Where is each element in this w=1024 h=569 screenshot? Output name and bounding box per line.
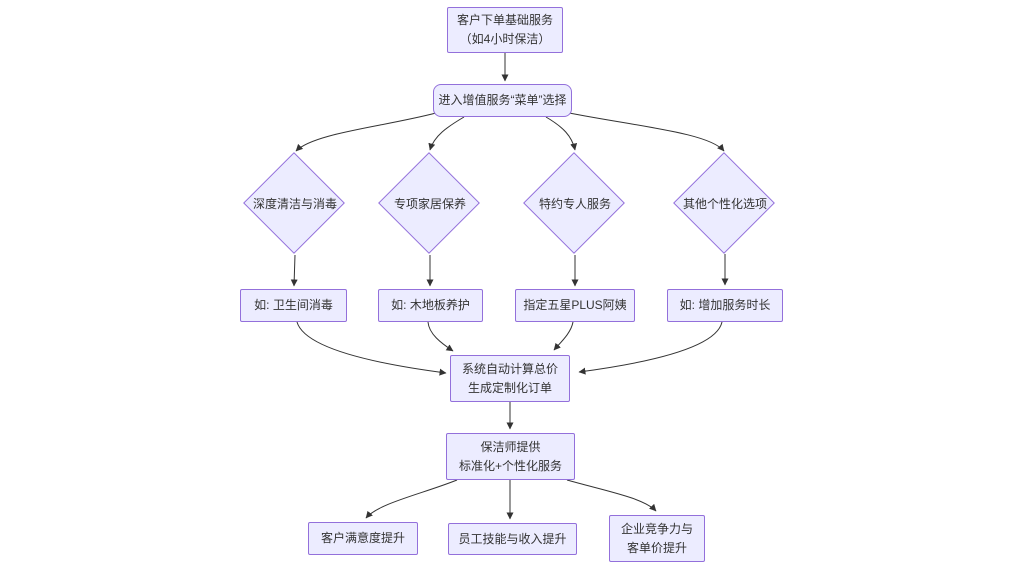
node-label-line: 系统自动计算总价 bbox=[461, 361, 558, 376]
edge-service-r1 bbox=[365, 479, 458, 519]
node-label-line: 客户下单基础服务 bbox=[456, 13, 553, 27]
node-example-bathroom-disinfect: 如: 卫生间消毒 bbox=[240, 289, 347, 322]
node-decision-home-maintenance: 专项家居保养 bbox=[378, 152, 482, 254]
edge-menu-d1 bbox=[295, 112, 437, 152]
edge-menu-d4 bbox=[568, 112, 725, 152]
node-label: 深度清洁与消毒 bbox=[252, 196, 337, 211]
node-label-line: （如4小时保洁） bbox=[459, 32, 551, 46]
edge-e3-total bbox=[553, 321, 574, 351]
node-auto-price-order: 系统自动计算总价 生成定制化订单 bbox=[450, 355, 570, 402]
edge-e2-total bbox=[427, 321, 454, 352]
node-customer-order: 客户下单基础服务 （如4小时保洁） bbox=[447, 7, 563, 53]
node-label: 如: 卫生间消毒 bbox=[254, 298, 333, 312]
node-label: 特约专人服务 bbox=[538, 196, 611, 211]
node-label: 专项家居保养 bbox=[393, 196, 466, 211]
node-label: 指定五星PLUS阿姨 bbox=[523, 298, 627, 312]
node-label: 其他个性化选项 bbox=[682, 196, 767, 211]
node-value-added-menu: 进入增值服务“菜单”选择 bbox=[433, 84, 572, 117]
node-result-customer-satisfaction: 客户满意度提升 bbox=[308, 522, 418, 555]
node-cleaner-service: 保洁师提供 标准化+个性化服务 bbox=[446, 433, 575, 480]
node-decision-special-staff: 特约专人服务 bbox=[523, 152, 627, 254]
node-label-line: 生成定制化订单 bbox=[467, 380, 552, 395]
node-label: 进入增值服务“菜单”选择 bbox=[438, 93, 567, 107]
node-result-competitiveness-order-value: 企业竞争力与 客单价提升 bbox=[609, 515, 705, 562]
node-label: 如: 增加服务时长 bbox=[679, 298, 771, 312]
node-label: 员工技能与收入提升 bbox=[458, 531, 567, 546]
edge-d1-e1 bbox=[290, 254, 298, 287]
node-decision-other-options: 其他个性化选项 bbox=[673, 152, 777, 254]
node-label-line: 企业竞争力与 bbox=[620, 521, 693, 536]
node-label-line: 客单价提升 bbox=[626, 540, 687, 555]
node-example-wood-floor-care: 如: 木地板养护 bbox=[378, 289, 483, 322]
node-label-line: 标准化+个性化服务 bbox=[458, 458, 562, 473]
node-example-extra-hours: 如: 增加服务时长 bbox=[667, 289, 783, 322]
node-label-line: 保洁师提供 bbox=[480, 439, 541, 454]
edge-e4-total bbox=[578, 321, 723, 375]
node-example-five-star-plus: 指定五星PLUS阿姨 bbox=[515, 289, 635, 322]
node-decision-deep-cleaning: 深度清洁与消毒 bbox=[243, 152, 347, 254]
node-label: 客户满意度提升 bbox=[320, 531, 405, 545]
edge-e1-total bbox=[296, 321, 447, 376]
edge-service-r3 bbox=[566, 479, 657, 512]
node-result-employee-skill-income: 员工技能与收入提升 bbox=[448, 523, 577, 555]
edge-menu-d3 bbox=[545, 116, 578, 151]
edge-menu-d2 bbox=[428, 116, 465, 151]
node-label: 如: 木地板养护 bbox=[391, 298, 470, 312]
